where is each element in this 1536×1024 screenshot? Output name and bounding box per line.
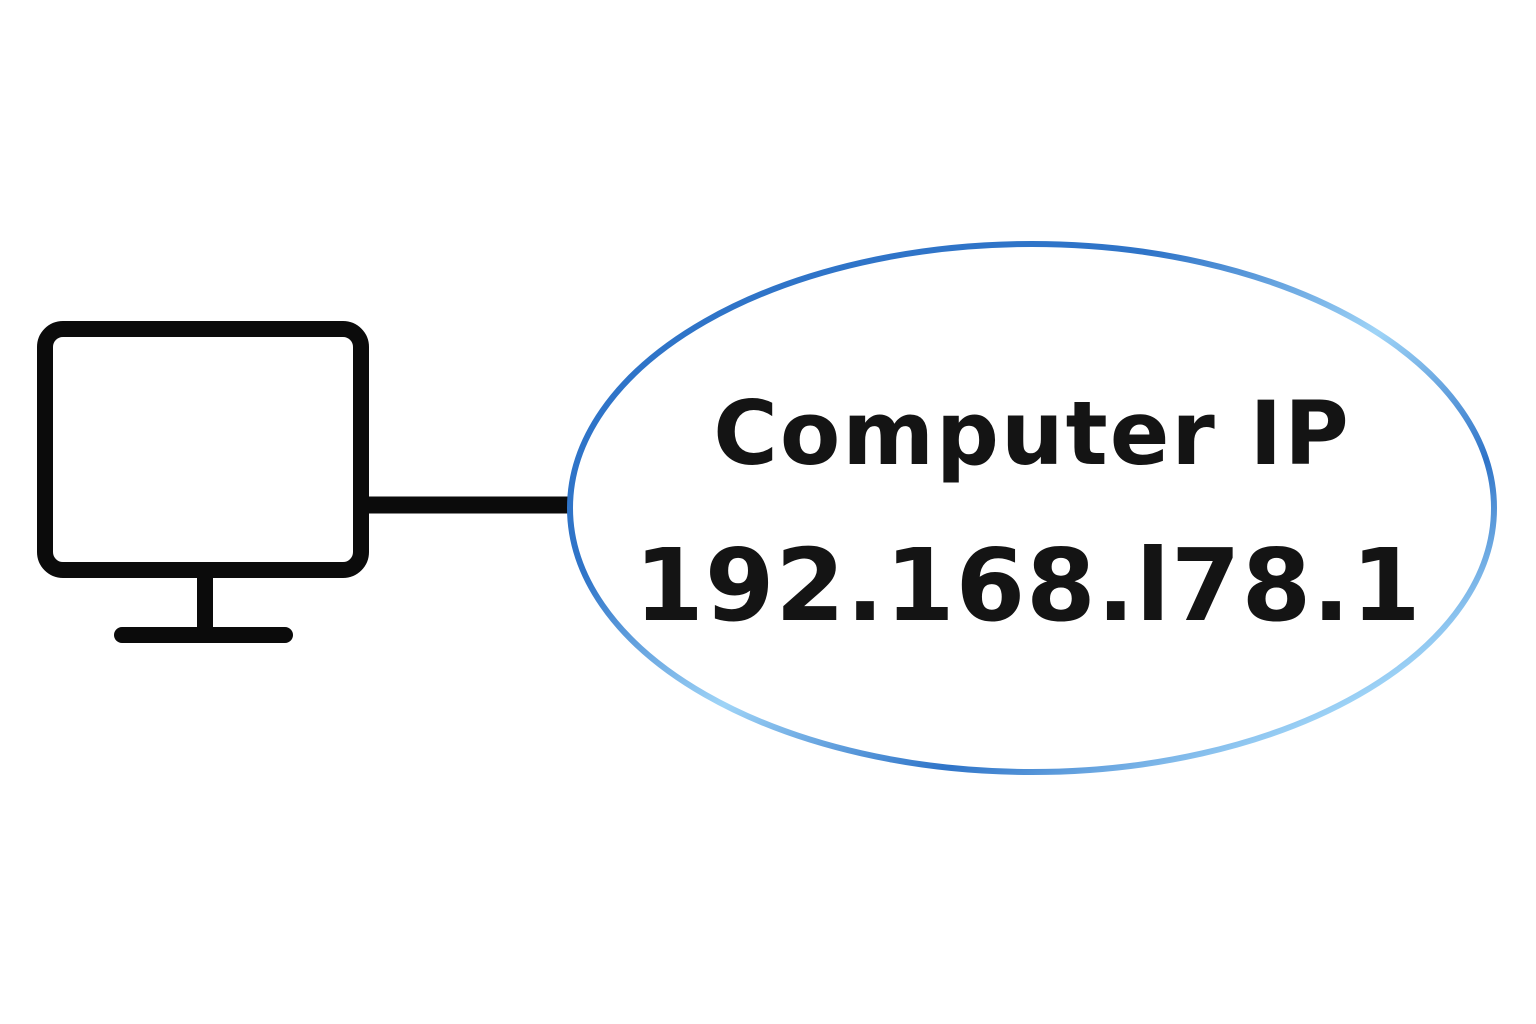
bubble-ip-address: 192.168.l78.1	[634, 527, 1421, 644]
bubble-title: Computer IP	[713, 382, 1350, 485]
ip-bubble-outline	[567, 241, 1497, 775]
ip-bubble: Computer IP 192.168.l78.1	[567, 241, 1497, 775]
monitor-screen	[37, 321, 369, 578]
computer-monitor-icon	[37, 321, 369, 643]
